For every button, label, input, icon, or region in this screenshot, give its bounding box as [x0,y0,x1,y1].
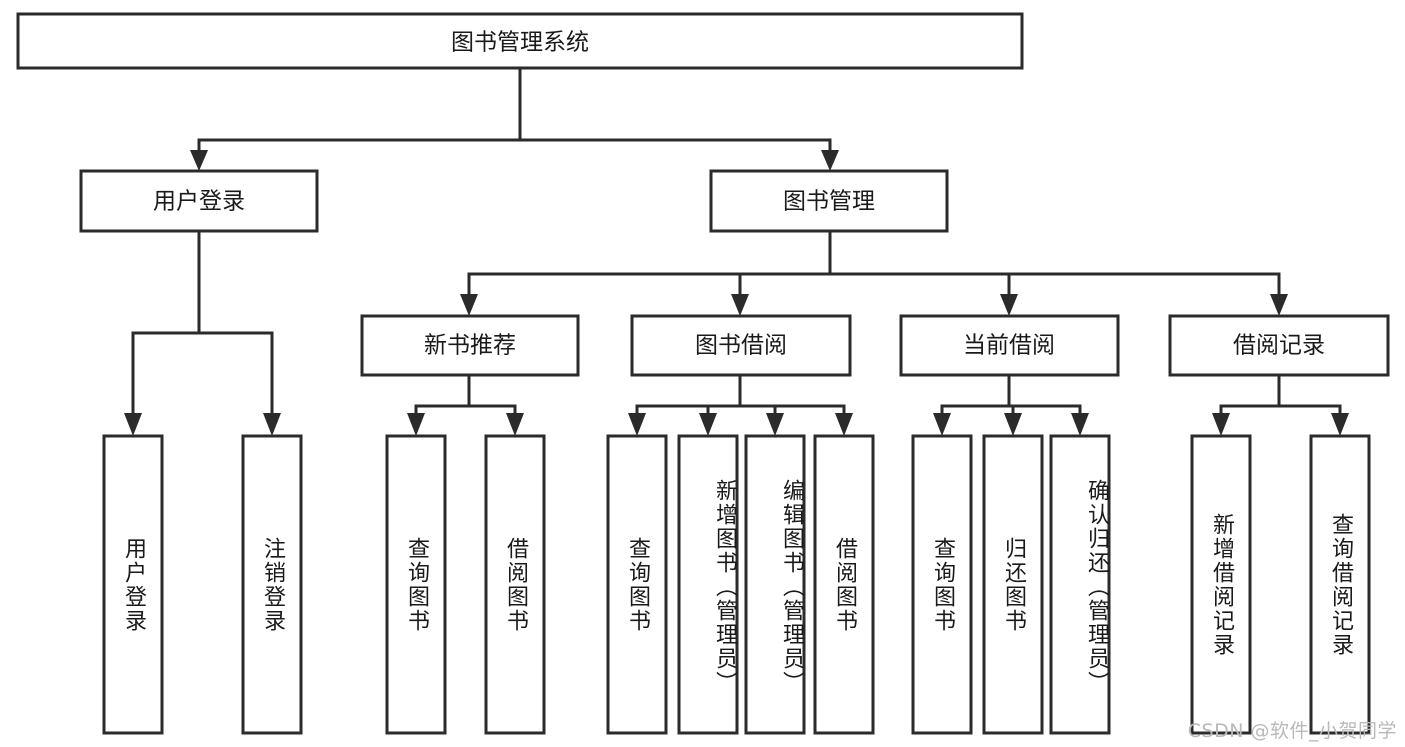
arrow-head-icon [506,413,524,436]
leaf-box-borrow-book-new[interactable] [484,434,546,735]
watermark-text: CSDN @软件_小贺同学 [1187,720,1397,742]
leaf-box-add-book-admin[interactable] [677,434,739,735]
arrow-head-icon [460,294,478,316]
arrow-head-icon [766,413,784,436]
arrow-head-icon [1270,294,1288,316]
arrow-head-icon [407,413,425,436]
node-book-management-box[interactable] [709,169,949,233]
node-current-borrow[interactable]: 当前借阅 [899,314,1120,377]
node-new-book-recommend-label: 新书推荐 [424,333,516,359]
arrow-head-icon [124,413,142,436]
node-current-borrow-box[interactable] [899,314,1120,377]
leaf-box-query-borrow-record[interactable] [1309,434,1371,735]
node-root-label: 图书管理系统 [451,30,589,56]
node-new-book-recommend[interactable]: 新书推荐 [360,314,580,377]
connector-group-current-borrow [933,373,1089,436]
node-borrow-record[interactable]: 借阅记录 [1168,314,1390,377]
connector-group-user-login [124,229,281,436]
node-book-borrow[interactable]: 图书借阅 [630,314,852,377]
connector-group-book-mgmt [460,229,1288,316]
leaf-box-return-book[interactable] [982,434,1044,735]
connector-group-root [190,66,839,171]
arrow-head-icon [1212,413,1230,436]
arrow-head-icon [263,413,281,436]
leaf-box-borrow-book[interactable] [813,434,875,735]
node-user-login-label: 用户登录 [153,189,245,215]
node-book-management-label: 图书管理 [783,189,875,215]
arrow-head-icon [835,413,853,436]
leaf-box-query-book-borrow[interactable] [606,434,668,735]
arrow-head-icon [1331,413,1349,436]
node-current-borrow-label: 当前借阅 [963,333,1055,359]
connector-group-borrow [628,373,853,436]
leaf-box-add-borrow-record[interactable] [1190,434,1252,735]
node-root-box[interactable] [16,12,1024,70]
node-new-book-recommend-box[interactable] [360,314,580,377]
node-borrow-record-label: 借阅记录 [1233,333,1325,359]
arrow-head-icon [190,150,208,171]
leaf-box-confirm-return-admin[interactable] [1049,434,1111,735]
arrow-head-icon [699,413,717,436]
connector-group-borrow-record [1212,373,1349,436]
node-user-login-box[interactable] [79,169,319,233]
node-book-borrow-box[interactable] [630,314,852,377]
leaf-box-logout[interactable] [241,434,303,735]
arrow-head-icon [1004,413,1022,436]
leaf-box-query-book-new[interactable] [385,434,447,735]
arrow-head-icon [628,413,646,436]
node-user-login[interactable]: 用户登录 [79,169,319,233]
arrow-head-icon [731,294,749,316]
arrow-head-icon [1000,294,1018,316]
arrow-head-icon [821,150,839,171]
node-book-borrow-label: 图书借阅 [695,333,787,359]
arrow-head-icon [933,413,951,436]
leaf-box-edit-book-admin[interactable] [744,434,806,735]
leaf-box-query-book-current[interactable] [911,434,973,735]
leaf-boxes [102,434,1371,735]
arrow-head-icon [1071,413,1089,436]
node-root[interactable]: 图书管理系统 [16,12,1024,70]
node-book-management[interactable]: 图书管理 [709,169,949,233]
leaf-box-user-login[interactable] [102,434,164,735]
connector-group-new-book [407,373,524,436]
node-borrow-record-box[interactable] [1168,314,1390,377]
